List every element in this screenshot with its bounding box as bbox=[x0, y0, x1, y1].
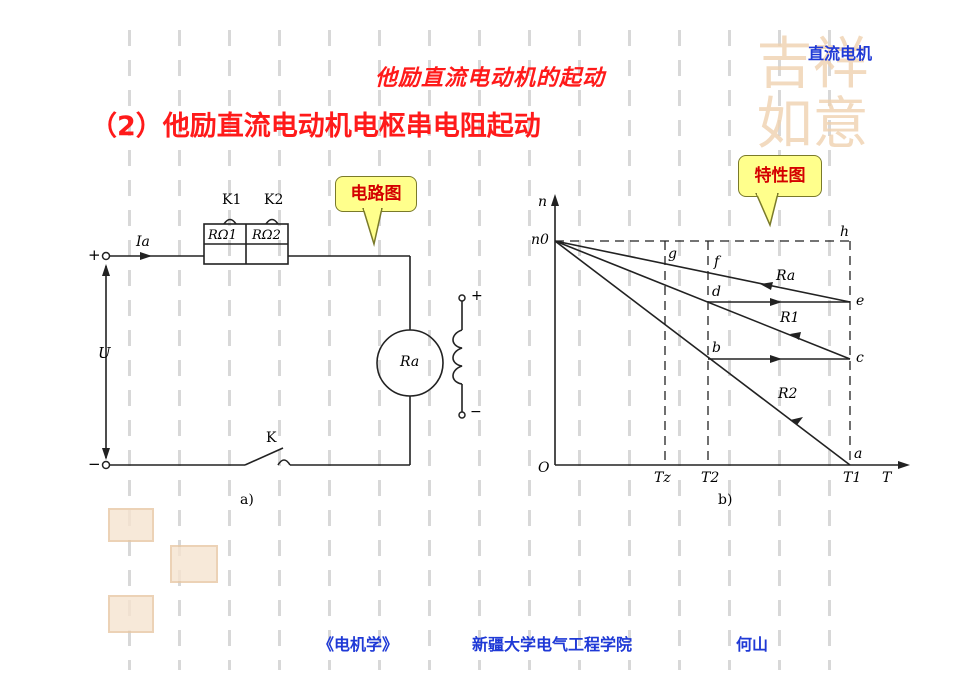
tick-tz: Tz bbox=[654, 470, 671, 486]
footer-author: 何山 bbox=[736, 635, 769, 654]
watermark-seal-small-1 bbox=[108, 508, 154, 542]
circuit-caption: a) bbox=[240, 492, 254, 508]
label-voltage: U bbox=[98, 344, 111, 362]
axis-label-n0: n0 bbox=[531, 232, 549, 248]
footer-book: 《电机学》 bbox=[318, 635, 399, 654]
axis-label-origin: O bbox=[538, 460, 550, 476]
label-minus: − bbox=[88, 455, 101, 473]
label-k2: K2 bbox=[264, 192, 284, 208]
point-e: e bbox=[856, 293, 865, 309]
label-armature: Ra bbox=[400, 354, 420, 370]
slide-subtitle: （2）他励直流电动机电枢串电阻起动 bbox=[90, 111, 541, 142]
axis-label-t: T bbox=[882, 470, 892, 486]
label-field-minus: − bbox=[470, 404, 482, 420]
callout-characteristic-tail bbox=[755, 193, 779, 228]
axis-label-n: n bbox=[538, 194, 548, 210]
footer-institution: 新疆大学电气工程学院 bbox=[472, 635, 633, 654]
callout-circuit-tail bbox=[362, 208, 383, 247]
corner-tag: 直流电机 bbox=[808, 44, 873, 63]
point-h: h bbox=[840, 224, 850, 240]
label-field-plus: + bbox=[471, 288, 483, 304]
tick-t2: T2 bbox=[701, 470, 720, 486]
label-resistor-2: RΩ2 bbox=[252, 228, 281, 243]
label-k1: K1 bbox=[222, 192, 242, 208]
point-b: b bbox=[712, 340, 721, 356]
label-switch-k: K bbox=[266, 430, 277, 446]
line-label-ra: Ra bbox=[776, 268, 796, 284]
line-label-r2: R2 bbox=[778, 386, 798, 402]
watermark-seal-small-3 bbox=[108, 595, 154, 633]
point-f: f bbox=[714, 254, 720, 270]
watermark-seal-small-2 bbox=[170, 545, 218, 583]
slide-title: 他励直流电动机的起动 bbox=[374, 66, 605, 91]
callout-circuit: 电路图 bbox=[335, 176, 417, 212]
label-resistor-1: RΩ1 bbox=[208, 228, 237, 243]
label-plus: + bbox=[88, 246, 101, 264]
point-d: d bbox=[712, 284, 721, 300]
tick-t1: T1 bbox=[843, 470, 862, 486]
line-label-r1: R1 bbox=[780, 310, 800, 326]
watermark-seal-large: 吉祥如意 bbox=[756, 32, 869, 157]
callout-characteristic: 特性图 bbox=[738, 155, 822, 197]
point-c: c bbox=[856, 350, 864, 366]
characteristic-caption: b) bbox=[718, 492, 733, 508]
point-g: g bbox=[668, 246, 677, 262]
label-current: Ia bbox=[136, 234, 150, 250]
point-a: a bbox=[854, 446, 863, 462]
